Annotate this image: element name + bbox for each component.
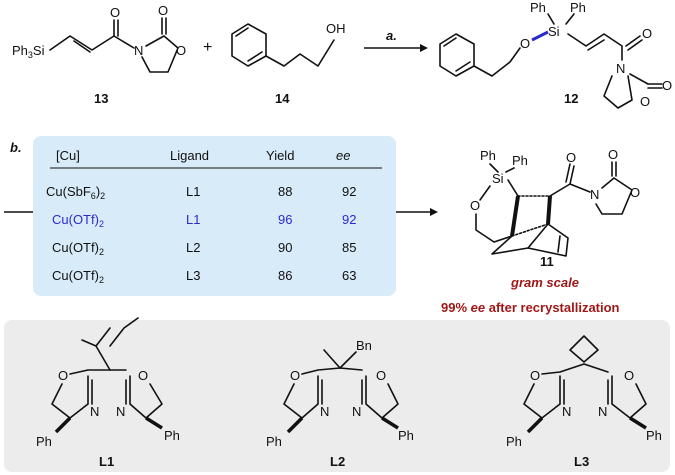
svg-text:N: N bbox=[116, 404, 125, 419]
svg-text:11: 11 bbox=[540, 254, 554, 269]
svg-text:O: O bbox=[290, 368, 300, 383]
svg-text:14: 14 bbox=[275, 91, 290, 106]
svg-text:N: N bbox=[320, 404, 329, 419]
svg-text:Ph: Ph bbox=[480, 148, 496, 163]
svg-text:Ph: Ph bbox=[398, 428, 414, 443]
row-0-ee: 92 bbox=[342, 184, 356, 199]
svg-text:Ph: Ph bbox=[570, 0, 586, 15]
svg-text:N: N bbox=[90, 404, 99, 419]
row-3-ligand: L3 bbox=[186, 268, 200, 283]
ligand-panel bbox=[4, 320, 670, 472]
svg-text:O: O bbox=[158, 3, 168, 18]
compound-14: OH 14 bbox=[231, 21, 346, 106]
row-2-cu: Cu(OTf)2 bbox=[52, 240, 104, 257]
svg-text:N: N bbox=[598, 404, 607, 419]
svg-text:Ph: Ph bbox=[506, 434, 522, 449]
row-1-cu: Cu(OTf)2 bbox=[52, 212, 104, 229]
step-b-label: b. bbox=[10, 140, 22, 155]
row-2-ee: 85 bbox=[342, 240, 356, 255]
row-1-yield: 96 bbox=[278, 212, 292, 227]
svg-text:O: O bbox=[608, 147, 618, 162]
svg-text:O: O bbox=[520, 36, 530, 51]
svg-text:L2: L2 bbox=[330, 454, 345, 469]
plus-sign: + bbox=[203, 39, 212, 56]
ligand-l2: Bn O N O N Ph Ph L2 bbox=[266, 338, 414, 469]
svg-text:12: 12 bbox=[564, 91, 578, 106]
svg-text:13: 13 bbox=[94, 91, 108, 106]
row-3-yield: 86 bbox=[278, 268, 292, 283]
conditions-table: [Cu] Ligand Yield ee Cu(SbF6)2 L1 88 92 … bbox=[46, 148, 382, 285]
svg-text:N: N bbox=[352, 404, 361, 419]
svg-text:Ph: Ph bbox=[36, 434, 52, 449]
svg-text:O: O bbox=[376, 368, 386, 383]
svg-text:a.: a. bbox=[386, 28, 397, 43]
row-0-yield: 88 bbox=[278, 184, 292, 199]
row-3-cu: Cu(OTf)2 bbox=[52, 268, 104, 285]
svg-text:N: N bbox=[134, 43, 143, 58]
svg-text:Ph: Ph bbox=[512, 153, 528, 168]
row-1-ligand: L1 bbox=[186, 212, 200, 227]
svg-text:L1: L1 bbox=[99, 454, 114, 469]
svg-text:O: O bbox=[630, 185, 640, 200]
row-2-ligand: L2 bbox=[186, 240, 200, 255]
svg-text:Ph3Si: Ph3Si bbox=[12, 43, 45, 60]
row-0-ligand: L1 bbox=[186, 184, 200, 199]
svg-text:Ph: Ph bbox=[530, 0, 546, 15]
svg-text:N: N bbox=[616, 61, 625, 76]
svg-text:O: O bbox=[640, 94, 650, 109]
svg-text:Ph: Ph bbox=[646, 428, 662, 443]
svg-text:O: O bbox=[110, 5, 120, 20]
svg-text:O: O bbox=[138, 368, 148, 383]
svg-text:O: O bbox=[624, 368, 634, 383]
ligand-l3: O N O N Ph Ph L3 bbox=[506, 335, 662, 469]
svg-text:N: N bbox=[562, 404, 571, 419]
svg-text:O: O bbox=[58, 368, 68, 383]
svg-text:O: O bbox=[662, 78, 672, 93]
svg-text:O: O bbox=[470, 198, 480, 213]
svg-text:Ph: Ph bbox=[266, 434, 282, 449]
row-3-ee: 63 bbox=[342, 268, 356, 283]
svg-text:L3: L3 bbox=[574, 454, 589, 469]
svg-text:Si: Si bbox=[492, 171, 504, 186]
row-0-cu: Cu(SbF6)2 bbox=[46, 184, 105, 201]
compound-12: O Si Ph Ph O N O O 12 bbox=[439, 0, 672, 109]
svg-text:Ph: Ph bbox=[164, 428, 180, 443]
svg-text:O: O bbox=[642, 26, 652, 41]
svg-text:OH: OH bbox=[326, 21, 346, 36]
row-1-ee: 92 bbox=[342, 212, 356, 227]
recrystallization-note: 99% ee after recrystallization bbox=[441, 300, 620, 315]
compound-13: Ph3Si O N O O 13 bbox=[12, 3, 186, 106]
header-ligand: Ligand bbox=[170, 148, 209, 163]
arrow-step-b bbox=[396, 208, 438, 216]
svg-text:Bn: Bn bbox=[356, 338, 372, 353]
svg-text:Si: Si bbox=[548, 24, 560, 39]
conditions-table-panel bbox=[33, 136, 396, 296]
header-ee: ee bbox=[336, 148, 350, 163]
svg-text:N: N bbox=[590, 187, 599, 202]
row-2-yield: 90 bbox=[278, 240, 292, 255]
header-yield: Yield bbox=[266, 148, 294, 163]
gram-scale-note: gram scale bbox=[510, 275, 579, 290]
ligand-l1: O N O N Ph Ph L1 bbox=[36, 317, 180, 469]
arrow-step-a: a. bbox=[364, 28, 428, 52]
compound-11: Ph Ph Si O O N O O 11 bbox=[470, 147, 640, 269]
svg-text:O: O bbox=[530, 368, 540, 383]
svg-text:O: O bbox=[566, 150, 576, 165]
svg-text:O: O bbox=[176, 43, 186, 58]
header-cu: [Cu] bbox=[56, 148, 80, 163]
